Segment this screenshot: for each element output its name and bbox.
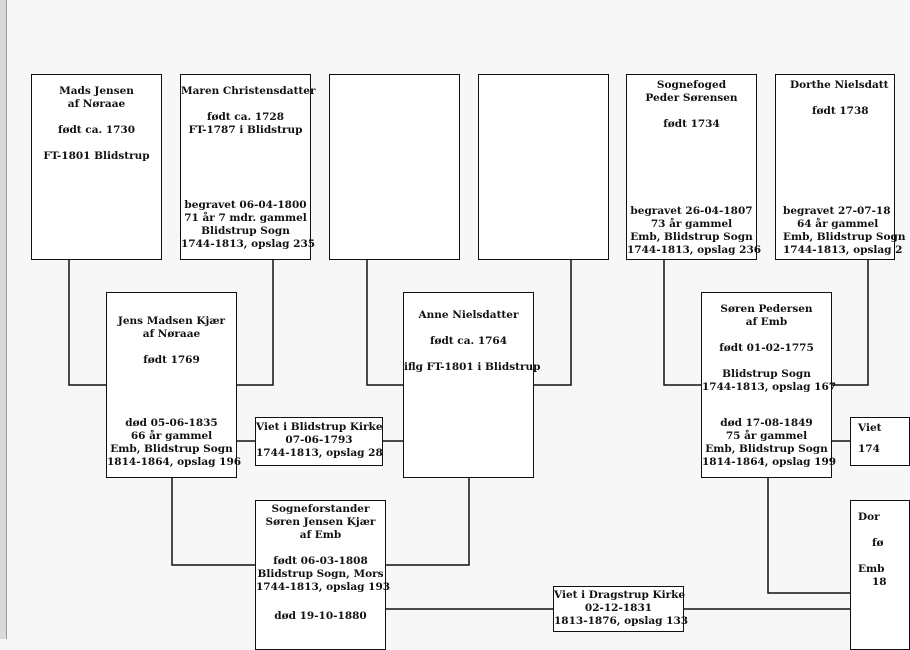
mads-born: født ca. 1730 [57,124,136,136]
person-box-jens-madsen-kjaer: Jens Madsen Kjær af Nøraae født 1769 død… [106,292,242,478]
person-box-maren-christensdatter: Maren Christensdatter født ca. 1728 FT-1… [180,74,316,260]
dor-right-gap [858,524,909,537]
peder-age: 73 år gammel [650,218,733,230]
person-box-soren-pedersen: Søren Pedersen af Emb født 01-02-1775 Bl… [701,292,837,478]
maren-gap [181,98,310,111]
jens-death-block: død 05-06-1835 66 år gammel Emb, Blidstr… [107,417,242,469]
viet2-church: Viet i Dragstrup Kirke [554,589,686,601]
viet2-date: 02-12-1831 [584,602,653,614]
jens-gap [107,341,236,354]
jens-place: af Nøraae [142,328,201,340]
soren-p-source2: 1814-1864, opslag 199 [702,456,837,468]
viet2-source: 1813-1876, opslag 133 [554,615,689,627]
soren-p-place: af Emb [745,316,788,328]
soren-p-born: født 01-02-1775 [719,342,814,354]
anne-gap [404,322,533,335]
peder-gap [627,105,756,118]
dor-right-source: 18 [872,576,887,588]
peder-born: født 1734 [663,118,720,130]
soren-jk-gap2 [256,594,385,607]
person-box-soren-jensen-kjaer: Sogneforstander Søren Jensen Kjær af Emb… [255,500,391,650]
soren-p-source: 1744-1813, opslag 167 [702,381,837,393]
dorthe-name: Dorthe Nielsdatt [790,79,889,91]
jens-died: død 05-06-1835 [125,417,218,429]
person-box-anne-nielsdatter: Anne Nielsdatter født ca. 1764 iflg FT-1… [403,292,541,478]
soren-p-parish2: Emb, Blidstrup Sogn [705,443,828,455]
marriage-box-blidstrup-1793: Viet i Blidstrup Kirke 07-06-1793 1744-1… [255,417,383,466]
maren-source: 1744-1813, opslag 235 [181,238,316,250]
soren-jk-parish: Blidstrup Sogn, Mors [257,568,384,580]
jens-age: 66 år gammel [130,430,213,442]
soren-jk-name: Søren Jensen Kjær [265,516,376,528]
soren-p-gap2 [702,355,831,368]
soren-jk-born: født 06-03-1808 [273,555,368,567]
viet1-source: 1744-1813, opslag 28 [256,447,383,459]
maren-name: Maren Christensdatter [181,85,316,97]
mads-name: Mads Jensen [59,85,134,97]
anne-gap2 [404,348,533,361]
page-edge [0,0,7,639]
person-box-peder-sorensen: Sognefoged Peder Sørensen født 1734 begr… [626,74,762,260]
peder-buried: begravet 26-04-1807 [630,205,753,217]
jens-parish: Emb, Blidstrup Sogn [110,443,233,455]
jens-source: 1814-1864, opslag 196 [107,456,242,468]
maren-burial-block: begravet 06-04-1800 71 år 7 mdr. gammel … [181,199,316,251]
dorthe-parish: Emb, Blidstrup Sogn [783,231,906,243]
peder-name: Peder Sørensen [645,92,738,104]
soren-jk-gap [256,542,385,555]
soren-p-age: 75 år gammel [725,430,808,442]
dor-right-parish: Emb [858,563,885,575]
mads-place: af Nøraae [67,98,126,110]
maren-census: FT-1787 i Blidstrup [188,124,303,136]
viet1-church: Viet i Blidstrup Kirke [256,421,383,433]
jens-born: født 1769 [143,354,200,366]
dorthe-born: født 1738 [812,105,869,117]
peder-parish: Emb, Blidstrup Sogn [630,231,753,243]
maren-age: 71 år 7 mdr. gammel [184,212,307,224]
dorthe-burial-block: begravet 27-07-18 64 år gammel Emb, Blid… [783,205,906,257]
maren-born: født ca. 1728 [206,111,285,123]
person-box-blank-2 [478,74,609,260]
dor-right-name: Dor [858,511,880,523]
dorthe-gap [790,92,894,105]
mads-gap2 [32,137,161,150]
dorthe-age: 64 år gammel [797,218,879,230]
maren-parish: Blidstrup Sogn [201,225,290,237]
person-box-blank-1 [329,74,460,260]
peder-burial-block: begravet 26-04-1807 73 år gammel Emb, Bl… [627,205,762,257]
person-box-dorthe-right-partial: Dor fø Emb 18 [850,500,910,650]
soren-jk-title: Sogneforstander [271,503,370,515]
marriage-box-dragstrup-1831: Viet i Dragstrup Kirke 02-12-1831 1813-1… [553,586,689,632]
dorthe-source: 1744-1813, opslag 2 [783,244,903,256]
soren-p-gap [702,329,831,342]
soren-jk-place: af Emb [299,529,342,541]
soren-jk-died: død 19-10-1880 [274,610,367,622]
jens-name: Jens Madsen Kjær [117,315,226,327]
soren-p-died: død 17-08-1849 [720,417,813,429]
soren-p-parish: Blidstrup Sogn [722,368,811,380]
maren-buried: begravet 06-04-1800 [184,199,307,211]
person-box-mads-jensen: Mads Jensen af Nøraae født ca. 1730 FT-1… [31,74,162,260]
peder-source: 1744-1813, opslag 236 [627,244,762,256]
marriage-box-right-partial: Viet 174 [850,417,910,466]
dor-right-gap2 [858,550,909,563]
anne-census: iflg FT-1801 i Blidstrup [404,361,541,373]
person-box-dorthe-nielsdatter: Dorthe Nielsdatt født 1738 begravet 27-0… [775,74,906,260]
peder-title: Sognefoged [656,79,727,91]
dorthe-buried: begravet 27-07-18 [783,205,891,217]
anne-born: født ca. 1764 [429,335,508,347]
dor-right-born: fø [872,537,884,549]
mads-gap [32,111,161,124]
soren-jk-source: 1744-1813, opslag 193 [256,581,391,593]
soren-p-death-block: død 17-08-1849 75 år gammel Emb, Blidstr… [702,417,837,469]
mads-census: FT-1801 Blidstrup [43,150,150,162]
viet-right-source: 174 [858,443,880,455]
connector-soren-child [767,477,880,594]
anne-name: Anne Nielsdatter [418,309,519,321]
soren-p-name: Søren Pedersen [720,303,813,315]
viet1-date: 07-06-1793 [285,434,353,446]
viet-right-label: Viet [858,422,882,434]
